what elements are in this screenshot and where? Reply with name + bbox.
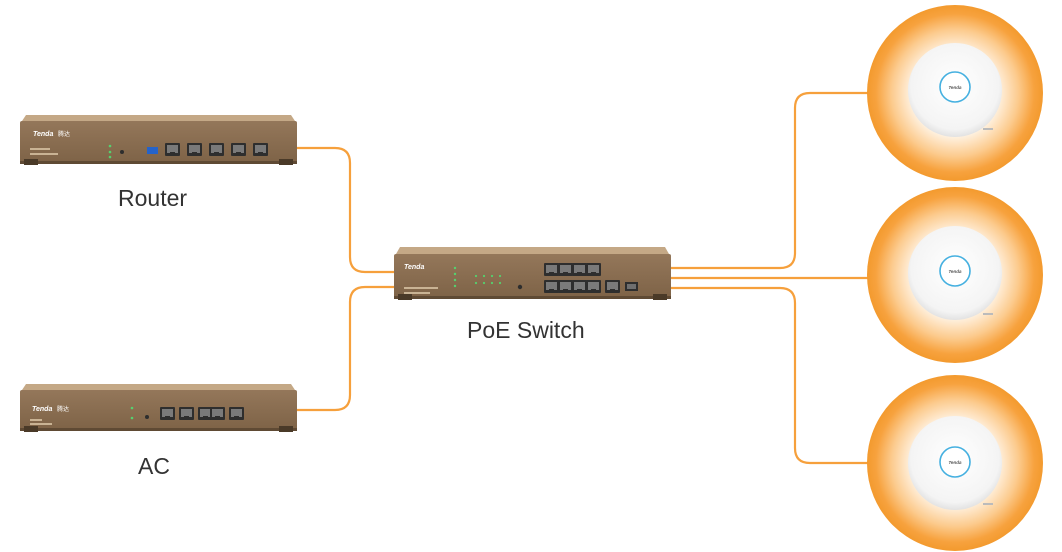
ap-top-brand-logo: Tenda: [948, 85, 962, 90]
ac-brand-local-logo: 腾达: [57, 405, 69, 413]
switch-brand-logo: Tenda: [404, 264, 424, 271]
cable-ac-to-switch: [297, 287, 395, 410]
router-device-icon: Tenda 腾达: [20, 115, 297, 165]
router-brand-logo: Tenda: [33, 131, 53, 138]
cable-switch-to-ap-top: [668, 93, 872, 268]
poe-switch-device-icon: Tenda: [394, 247, 671, 300]
cable-switch-to-ap-bottom: [668, 288, 872, 463]
access-point-top: Tenda: [867, 5, 1043, 181]
ap-middle-brand-logo: Tenda: [948, 269, 962, 274]
router-label: Router: [118, 185, 187, 212]
ac-brand-logo: Tenda: [32, 406, 52, 413]
cable-router-to-switch: [297, 148, 395, 272]
access-point-middle: Tenda: [867, 187, 1043, 363]
ac-device-icon: Tenda 腾达: [20, 384, 297, 432]
poe-switch-label: PoE Switch: [467, 317, 585, 344]
router-brand-local-logo: 腾达: [58, 130, 70, 138]
ap-bottom-brand-logo: Tenda: [948, 460, 962, 465]
access-point-bottom: Tenda: [867, 375, 1043, 551]
ac-label: AC: [138, 453, 170, 480]
